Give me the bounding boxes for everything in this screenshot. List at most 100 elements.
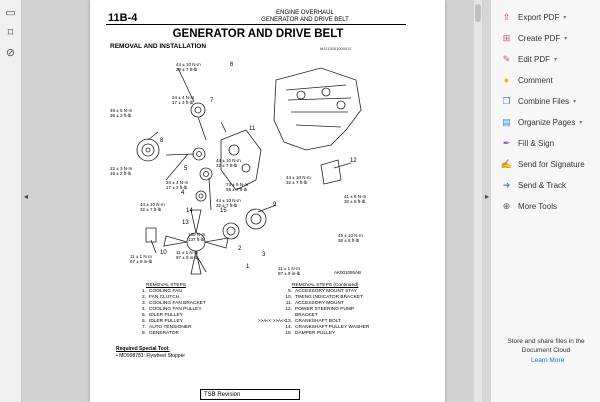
tool-label: Send for Signature xyxy=(518,159,585,169)
tool-export-pdf[interactable]: ⇪ Export PDF▾ xyxy=(501,10,567,24)
part-number: 1 xyxy=(246,264,250,270)
part-number: 11 xyxy=(249,126,256,132)
tsb-revision-box: TSB Revision xyxy=(200,389,300,400)
part-number: 7 xyxy=(210,98,214,104)
tool-organize-pages[interactable]: ▤ Organize Pages▾ xyxy=(501,115,582,129)
tool-label: Fill & Sign xyxy=(518,138,555,148)
part-number: 2 xyxy=(238,246,242,252)
step-row: 5.IDLER PULLEY xyxy=(141,313,183,318)
chevron-down-icon[interactable]: ▾ xyxy=(563,14,567,21)
step-row: 10.TIMING INDICATOR BRACKET xyxy=(285,295,364,300)
organize-pages-icon: ▤ xyxy=(502,116,511,127)
image-code: AK001095AB xyxy=(334,270,362,275)
part-number: 6 xyxy=(230,62,234,68)
diagram-drawing xyxy=(136,67,362,275)
part-number: 4 xyxy=(181,190,185,196)
header-rule xyxy=(106,24,406,25)
send-track-icon: ➜ xyxy=(502,179,511,190)
learn-more-link[interactable]: Learn More xyxy=(531,357,565,364)
removal-steps-heading: REMOVAL STEPS (Continued) xyxy=(292,283,359,288)
tool-label: Create PDF xyxy=(518,33,561,43)
tool-combine-files[interactable]: ❐ Combine Files▾ xyxy=(501,94,576,108)
chevron-down-icon[interactable]: ▾ xyxy=(564,35,568,42)
required-tool-heading: Required Special Tool: xyxy=(116,346,170,352)
scrollbar-thumb[interactable] xyxy=(475,4,481,22)
edit-pdf-icon: ✎ xyxy=(502,53,511,64)
step-row: 8.GENERATOR xyxy=(141,331,179,336)
tool-label: Send & Track xyxy=(518,180,567,190)
tool-label: Export PDF xyxy=(518,12,560,22)
required-tool-item: • MD998781: Flywheel Stopper xyxy=(116,353,186,359)
document-cloud-promo: Store and share files in the Document Cl… xyxy=(507,338,585,354)
tool-edit-pdf[interactable]: ✎ Edit PDF▾ xyxy=(501,52,557,66)
drawing-code: M1113001000037 xyxy=(320,46,352,51)
part-number: 10 xyxy=(160,250,167,256)
collapse-right-pane-icon[interactable]: ▸ xyxy=(485,192,490,201)
chevron-down-icon[interactable]: ▾ xyxy=(579,119,583,126)
part-number: 5 xyxy=(184,166,188,172)
comment-icon: ● xyxy=(503,75,510,85)
step-row: 7.AUTO TENSIONER xyxy=(141,325,192,330)
tool-label: Edit PDF xyxy=(518,54,551,64)
tools-pane: ⇪ Export PDF▾ ⊞ Create PDF▾ ✎ Edit PDF▾ … xyxy=(490,0,600,402)
part-number: 12 xyxy=(350,158,357,164)
more-tools-icon: ⊕ xyxy=(502,200,511,211)
step-row: 11.ACCESSORY MOUNT xyxy=(285,301,344,306)
tool-label: More Tools xyxy=(518,201,557,211)
part-number: 9 xyxy=(273,202,277,208)
tool-create-pdf[interactable]: ⊞ Create PDF▾ xyxy=(501,31,568,45)
left-navigation-rail: ▭ ⌑ ⊘ xyxy=(0,0,22,402)
required-tool-section: Required Special Tool: • MD998781: Flywh… xyxy=(116,346,185,360)
removal-steps-heading: REMOVAL STEPS xyxy=(146,283,186,288)
tool-label: Comment xyxy=(518,75,553,85)
step-row: 6.IDLER PULLEY xyxy=(141,319,183,324)
header-line-1: ENGINE OVERHAUL xyxy=(276,10,334,16)
combine-files-icon: ❐ xyxy=(502,95,511,106)
header-line-2: GENERATOR AND DRIVE BELT xyxy=(261,17,349,23)
page-header: ENGINE OVERHAUL GENERATOR AND DRIVE BELT xyxy=(210,10,400,24)
page-thumbnails-icon[interactable]: ▭ xyxy=(5,7,16,19)
chevron-down-icon[interactable]: ▾ xyxy=(573,98,577,105)
bookmark-icon[interactable]: ⌑ xyxy=(7,27,14,39)
create-pdf-icon: ⊞ xyxy=(502,32,511,43)
tool-send-track[interactable]: ➜ Send & Track xyxy=(501,178,566,192)
part-number: 3 xyxy=(262,252,266,258)
pdf-page: 11B-4 ENGINE OVERHAUL GENERATOR AND DRIV… xyxy=(90,0,445,402)
tool-label: Organize Pages xyxy=(518,117,576,127)
removal-steps-right: REMOVAL STEPS (Continued) 9.ACCESSORY MO… xyxy=(280,283,369,337)
page-subtitle: REMOVAL AND INSTALLATION xyxy=(110,43,207,50)
step-row: BRACKET xyxy=(295,313,318,318)
tool-comment[interactable]: ● Comment xyxy=(501,73,553,87)
collapse-left-pane-icon[interactable]: ◂ xyxy=(24,192,29,201)
send-signature-icon: ✍ xyxy=(500,158,513,169)
tool-fill-sign[interactable]: ✒ Fill & Sign xyxy=(501,136,554,150)
step-row: 2.FAN CLUTCH xyxy=(141,295,180,300)
step-row: 4.COOLING FAN PULLEY xyxy=(141,307,202,312)
step-row: 15.DAMPER PULLEY xyxy=(285,331,336,336)
part-number: 14 xyxy=(186,208,193,214)
page-title: GENERATOR AND DRIVE BELT xyxy=(172,28,344,40)
part-number: 8 xyxy=(160,138,164,144)
tool-more-tools[interactable]: ⊕ More Tools xyxy=(501,199,557,213)
step-row: 9.ACCESSORY MOUNT STAY xyxy=(287,289,357,294)
export-pdf-icon: ⇪ xyxy=(502,11,511,22)
step-row: 12.POWER STEERING PUMP xyxy=(285,307,355,312)
tool-send-for-signature[interactable]: ✍ Send for Signature xyxy=(501,157,585,171)
chevron-down-icon[interactable]: ▾ xyxy=(554,56,558,63)
step-marker: >>A<< >>A<< xyxy=(258,318,287,323)
section-number: 11B-4 xyxy=(108,12,138,24)
vertical-scrollbar[interactable] xyxy=(474,0,482,402)
attachment-icon[interactable]: ⊘ xyxy=(5,47,16,59)
part-number: 13 xyxy=(182,220,189,226)
